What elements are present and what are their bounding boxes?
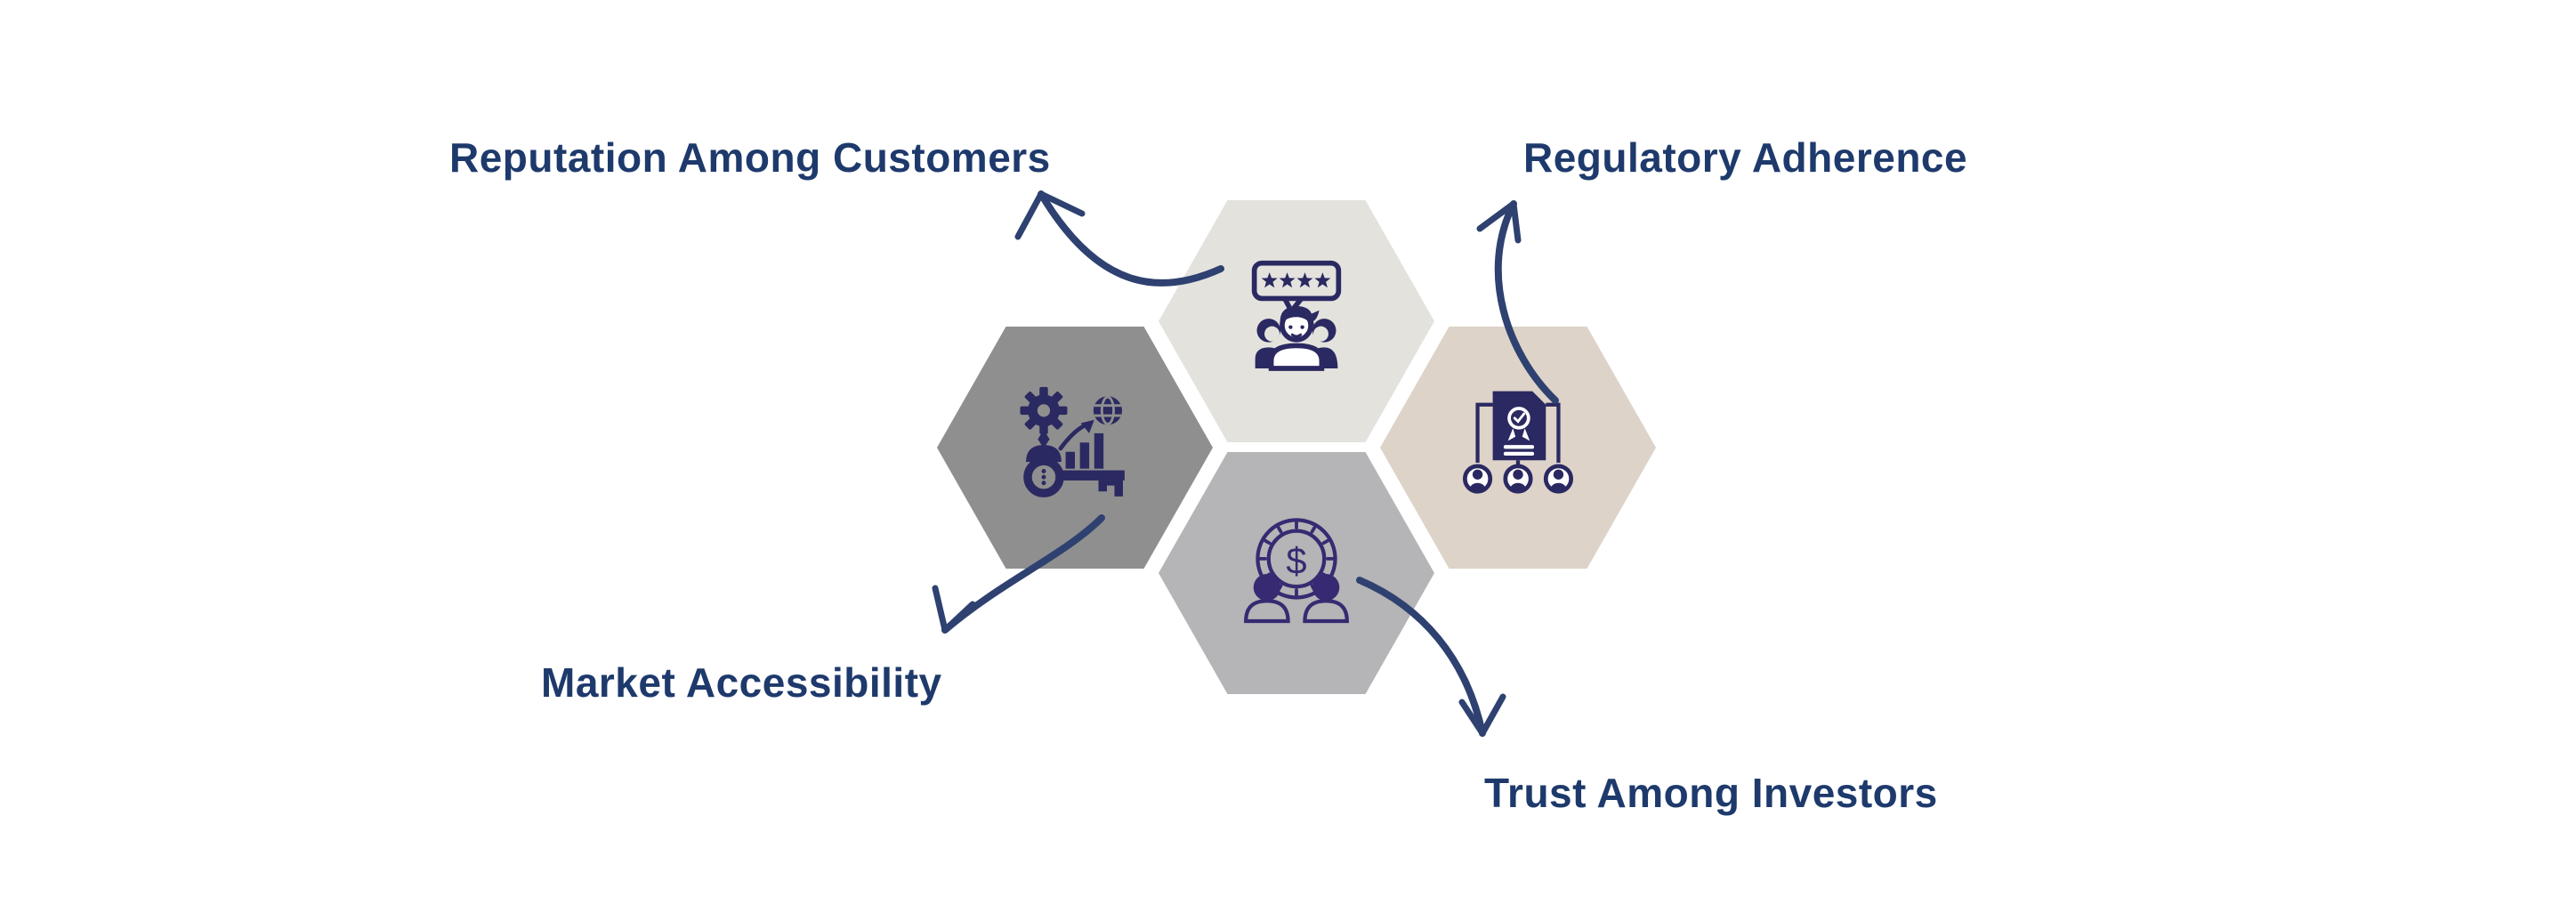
review-stars [1261,272,1331,288]
hexagon-investors: $ [1159,452,1434,694]
hexagon-regulatory [1380,327,1656,569]
hexagon-reputation [1159,200,1434,442]
gear-key-growth-globe-icon [1020,386,1125,497]
dollar-sign: $ [1286,539,1306,581]
label-market-accessibility: Market Accessibility [541,659,942,706]
customer-review-stars-icon [1251,260,1342,371]
label-regulatory-adherence: Regulatory Adherence [1523,134,1968,181]
dollar-coin-investors-icon: $ [1244,518,1349,624]
label-reputation-among-customers: Reputation Among Customers [449,134,1051,181]
hexagon-market [937,327,1213,569]
certified-document-people-icon [1462,391,1574,494]
label-trust-among-investors: Trust Among Investors [1484,770,1938,816]
